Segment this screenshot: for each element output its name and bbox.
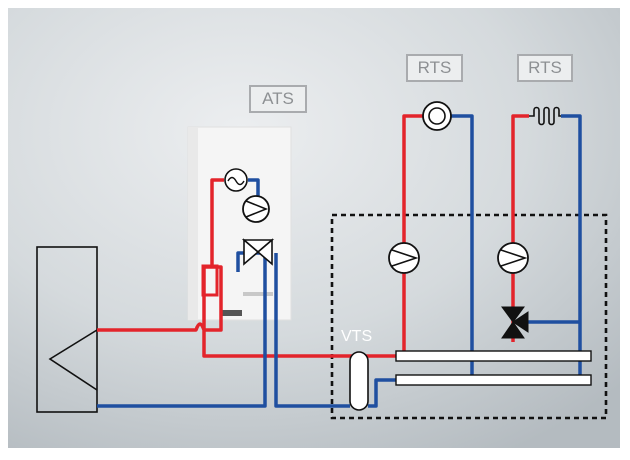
three-way-valve-icon bbox=[241, 238, 275, 266]
mixing-valve-icon bbox=[501, 306, 529, 339]
separator-module-outline bbox=[330, 213, 608, 420]
rts-label-1: RTS bbox=[406, 54, 463, 82]
circuit-pump-1-icon bbox=[388, 242, 420, 274]
circuit-pump-2-icon bbox=[497, 242, 529, 274]
return-pipes bbox=[97, 114, 582, 408]
distribution-header bbox=[395, 350, 592, 386]
heat-exchanger-icon bbox=[224, 168, 248, 192]
rts-label-2: RTS bbox=[517, 54, 573, 82]
ats-label: ATS bbox=[249, 85, 307, 113]
floor-heating-coil-icon bbox=[529, 106, 561, 126]
vts-label: VTS bbox=[341, 328, 373, 345]
boiler-coil bbox=[201, 264, 219, 297]
boiler-pump-icon bbox=[242, 195, 270, 223]
radiator-icon bbox=[422, 101, 452, 131]
hydraulic-separator bbox=[349, 351, 369, 411]
